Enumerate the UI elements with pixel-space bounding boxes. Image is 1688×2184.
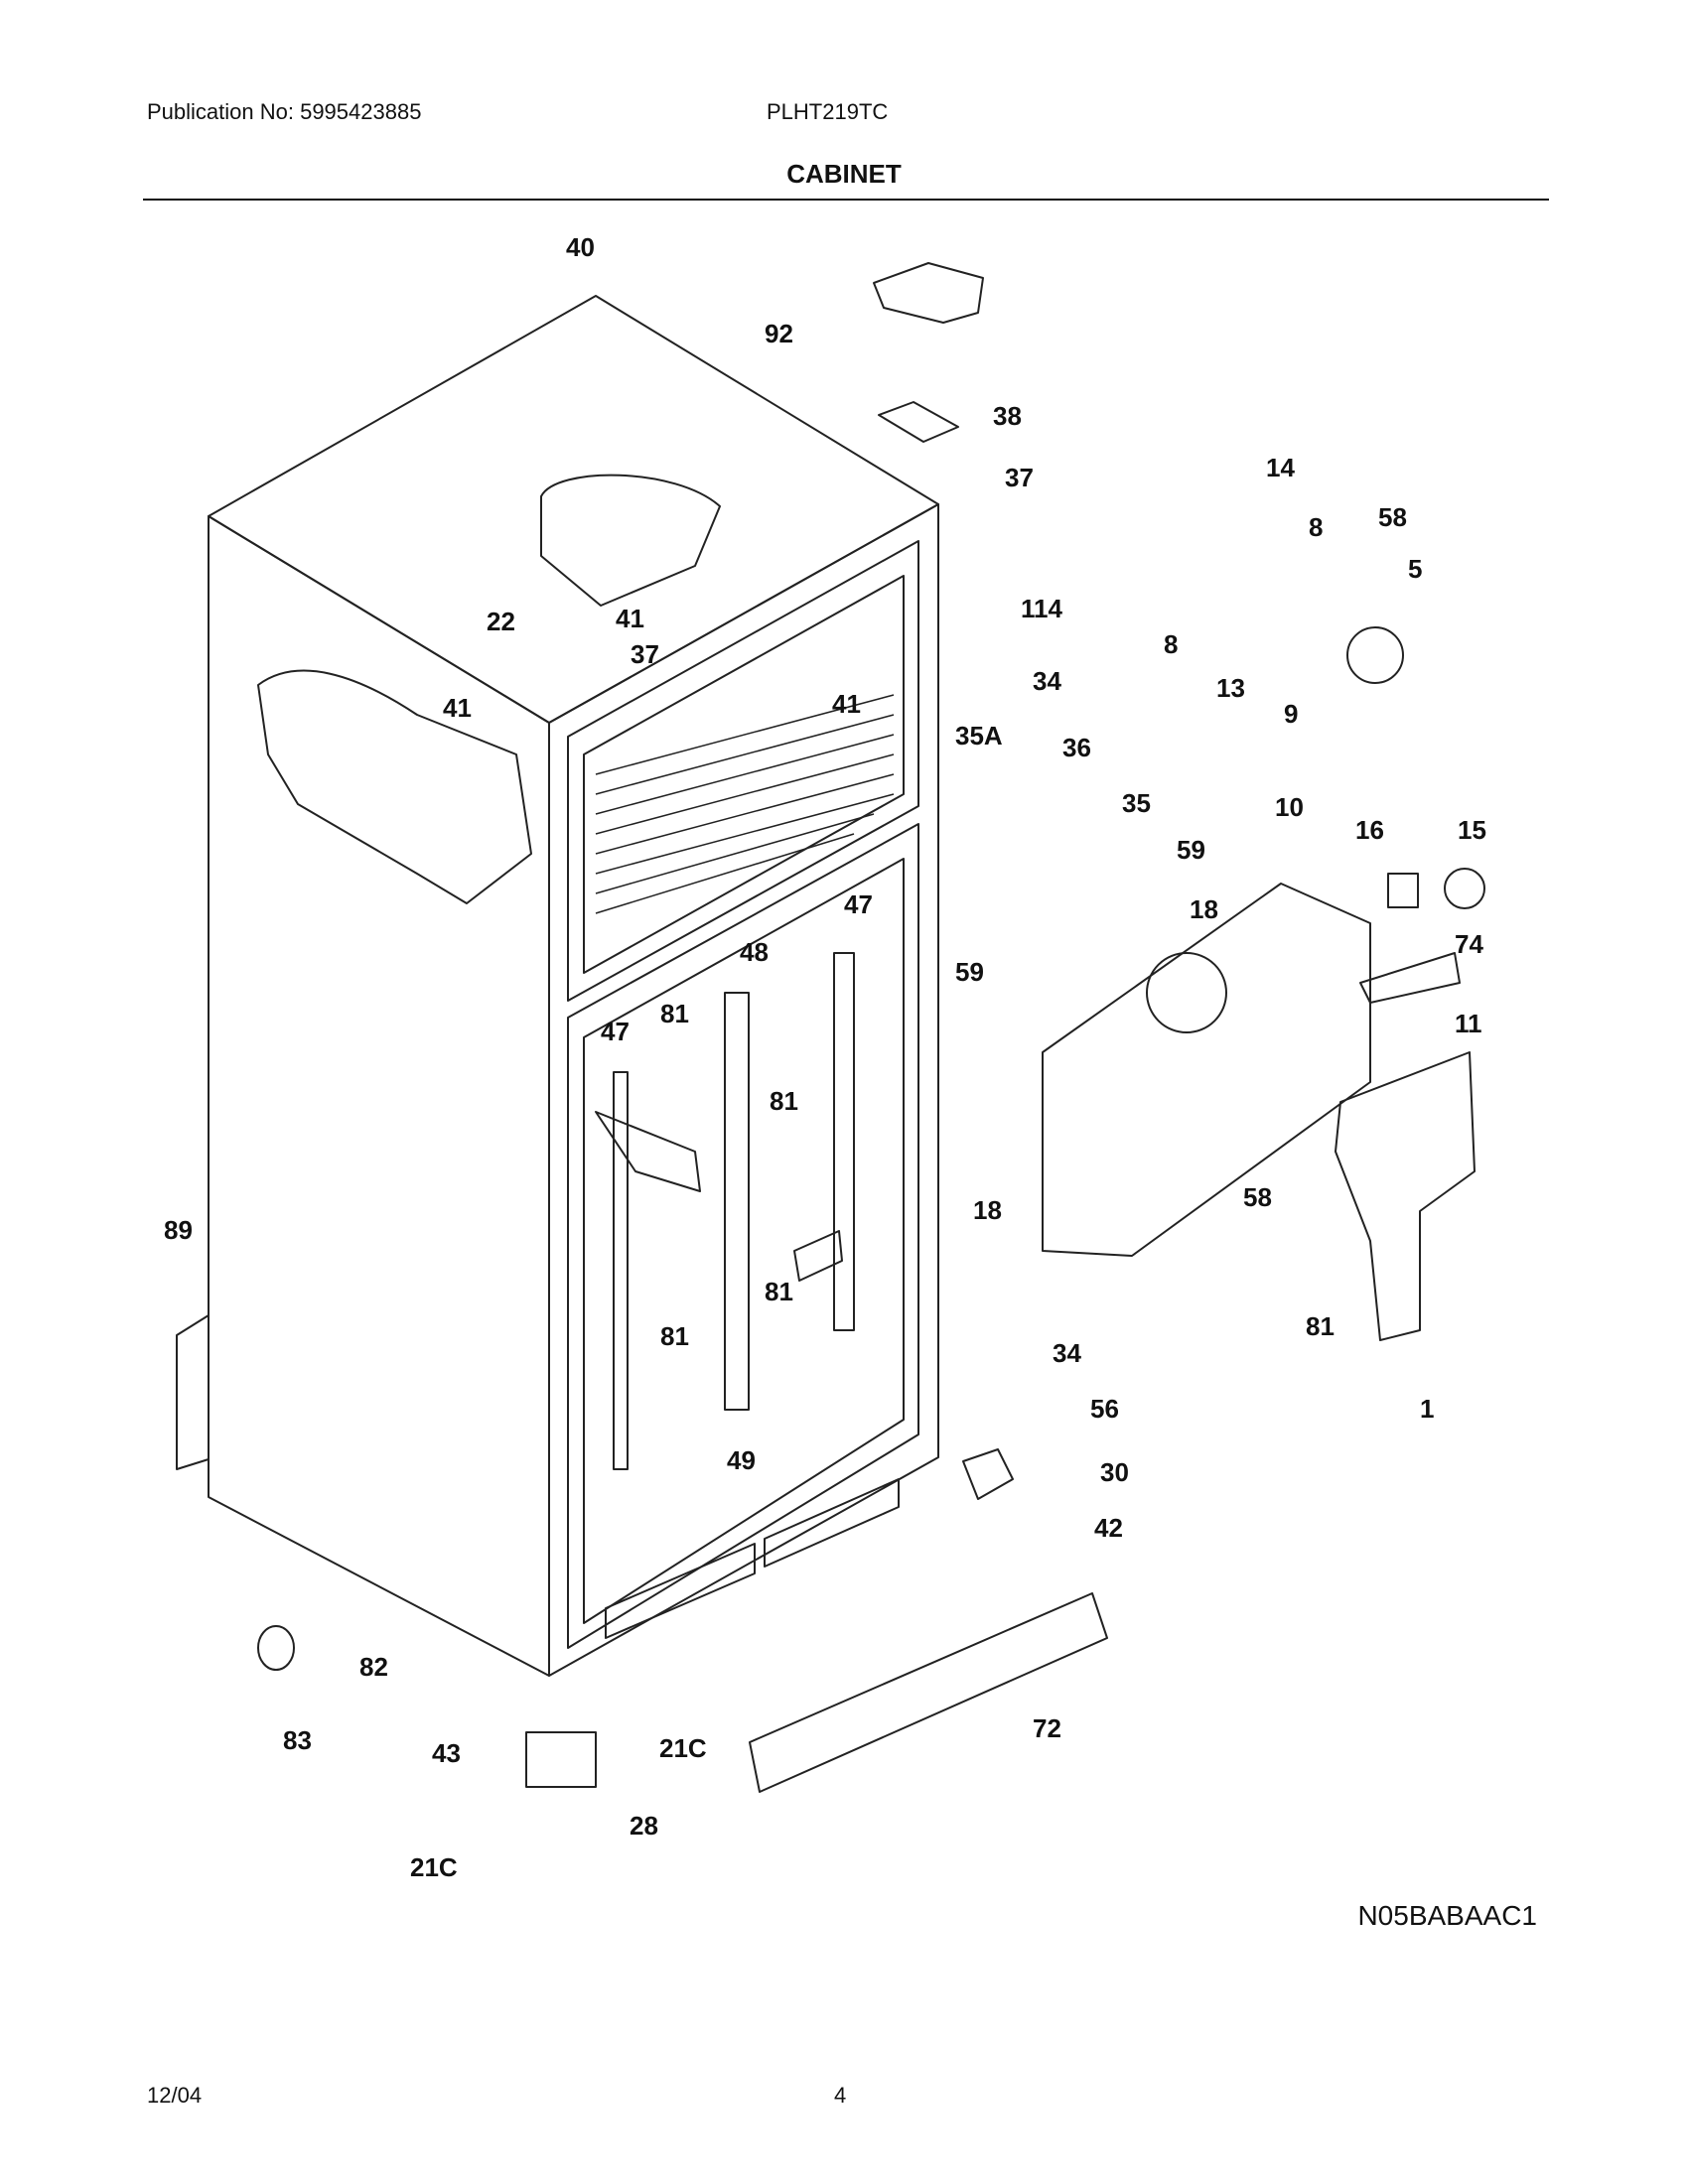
callout-47: 47 <box>844 889 873 919</box>
callout-72: 72 <box>1033 1713 1061 1743</box>
callout-18: 18 <box>1190 894 1218 924</box>
page-number: 4 <box>834 2083 847 2108</box>
bottom-hinge-43 <box>525 1731 597 1788</box>
callout-38: 38 <box>993 401 1022 431</box>
bulb-15 <box>1444 868 1485 909</box>
hinge-cover-40 <box>873 262 984 324</box>
callout-49: 49 <box>727 1445 756 1475</box>
callout-14: 14 <box>1266 453 1295 482</box>
callout-81: 81 <box>770 1086 798 1116</box>
callout-8: 8 <box>1164 629 1178 659</box>
callout-42: 42 <box>1094 1513 1123 1543</box>
callout-74: 74 <box>1455 929 1483 959</box>
callout-59: 59 <box>955 957 984 987</box>
callout-89: 89 <box>164 1215 193 1245</box>
callout-114: 114 <box>1021 594 1062 623</box>
callout-34: 34 <box>1033 666 1061 696</box>
callout-81: 81 <box>1306 1311 1335 1341</box>
callout-1: 1 <box>1420 1394 1434 1424</box>
light-shield-74 <box>1359 952 1461 1004</box>
diagram-code: N05BABAAC1 <box>1357 1900 1537 1931</box>
bracket-30 <box>962 1448 1014 1500</box>
air-duct-1 <box>1335 1051 1476 1341</box>
footer-date: 12/04 <box>147 2083 203 2108</box>
title-rule <box>143 199 1549 201</box>
roller-82 <box>257 1625 295 1671</box>
top-hinge-38 <box>878 401 959 443</box>
callout-43: 43 <box>432 1738 461 1768</box>
page-title: CABINET <box>786 159 902 189</box>
callout-22: 22 <box>487 607 515 636</box>
bracket-89 <box>176 1314 210 1470</box>
socket-16 <box>1387 873 1419 908</box>
callout-58: 58 <box>1243 1182 1272 1212</box>
fan-5 <box>1346 626 1404 684</box>
callout-58: 58 <box>1378 502 1407 532</box>
callout-8: 8 <box>1309 512 1323 542</box>
callout-9: 9 <box>1284 699 1298 729</box>
callout-13: 13 <box>1216 673 1245 703</box>
callout-81: 81 <box>660 1321 689 1351</box>
callout-30: 30 <box>1100 1457 1129 1487</box>
callout-21C: 21C <box>410 1852 458 1882</box>
callout-36: 36 <box>1062 733 1091 762</box>
callout-18: 18 <box>973 1195 1002 1225</box>
callout-35A: 35A <box>955 721 1003 751</box>
callout-83: 83 <box>283 1725 312 1755</box>
callout-59: 59 <box>1177 835 1205 865</box>
callout-34: 34 <box>1053 1338 1081 1368</box>
model-number: PLHT219TC <box>767 99 889 124</box>
callout-81: 81 <box>765 1277 793 1306</box>
callout-41: 41 <box>443 693 472 723</box>
callout-92: 92 <box>765 319 793 348</box>
callout-56: 56 <box>1090 1394 1119 1424</box>
callout-41: 41 <box>616 604 644 633</box>
callout-10: 10 <box>1275 792 1304 822</box>
callout-35: 35 <box>1122 788 1151 818</box>
callout-37: 37 <box>1005 463 1034 492</box>
callout-82: 82 <box>359 1652 388 1682</box>
evaporator-cover-10 <box>1042 883 1371 1257</box>
publication-number: Publication No: 5995423885 <box>147 99 422 124</box>
callout-28: 28 <box>630 1811 658 1841</box>
callout-40: 40 <box>566 232 595 262</box>
callout-47: 47 <box>601 1017 630 1046</box>
callout-21C: 21C <box>659 1733 707 1763</box>
callout-16: 16 <box>1355 815 1384 845</box>
callout-37: 37 <box>631 639 659 669</box>
callout-5: 5 <box>1408 554 1422 584</box>
callout-81: 81 <box>660 999 689 1028</box>
callout-15: 15 <box>1458 815 1486 845</box>
callout-41: 41 <box>832 689 861 719</box>
callout-11: 11 <box>1455 1009 1482 1038</box>
toe-grille-72 <box>749 1592 1108 1793</box>
cabinet-shell <box>208 295 939 1677</box>
callout-48: 48 <box>740 937 769 967</box>
